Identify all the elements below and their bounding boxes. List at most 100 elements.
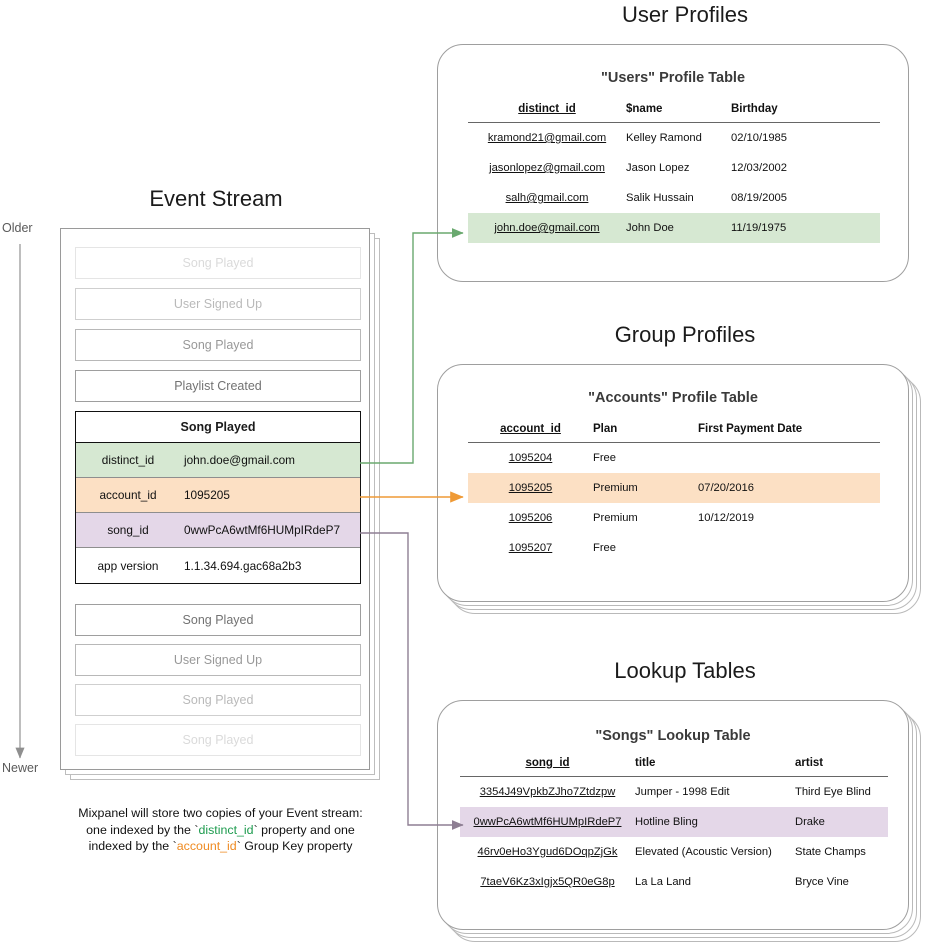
column-header-distinct-id: distinct_id xyxy=(468,103,626,123)
cell-artist: Third Eye Blind xyxy=(795,786,871,798)
property-key: app version xyxy=(97,558,159,573)
column-header-plan: Plan xyxy=(593,423,698,443)
event-item[interactable]: Song Played xyxy=(75,247,361,279)
cell-title: La La Land xyxy=(635,876,691,888)
group-profiles-title: Group Profiles xyxy=(614,322,756,347)
event-property-account-id[interactable]: account_id 1095205 xyxy=(76,478,360,513)
cell-account-id: 1095205 xyxy=(468,473,593,503)
property-key: distinct_id xyxy=(101,453,155,467)
event-item[interactable]: Song Played xyxy=(75,724,361,756)
table-row[interactable]: kramond21@gmail.com Kelley Ramond 02/10/… xyxy=(468,123,880,154)
cell-first-payment-date: 07/20/2016 xyxy=(698,473,880,503)
table-row[interactable]: 1095207 Free xyxy=(468,533,880,563)
cell-title: Elevated (Acoustic Version) xyxy=(635,846,772,858)
caption-line-3-pre: indexed by the ` xyxy=(88,839,177,853)
event-item[interactable]: Song Played xyxy=(75,604,361,636)
property-value: 0wwPcA6wtMf6HUMpIRdeP7 xyxy=(184,523,341,537)
cell-song-id: 0wwPcA6wtMf6HUMpIRdeP7 xyxy=(460,807,635,837)
user-profiles-title: User Profiles xyxy=(622,2,748,27)
cell-name: John Doe xyxy=(626,213,731,243)
cell-first-payment-date xyxy=(698,533,880,563)
column-header-song-id: song_id xyxy=(460,757,635,777)
caption-line-2: one indexed by the `distinct_id` propert… xyxy=(33,822,408,839)
cell-plan: Premium xyxy=(593,473,698,503)
cell-birthday: 02/10/1985 xyxy=(731,132,787,144)
event-item[interactable]: User Signed Up xyxy=(75,288,361,320)
accounts-profile-table: account_id Plan First Payment Date 10952… xyxy=(468,423,880,563)
event-property-song-id[interactable]: song_id 0wwPcA6wtMf6HUMpIRdeP7 xyxy=(76,513,360,548)
cell-plan: Free xyxy=(593,542,617,554)
songs-card-stack: "Songs" Lookup Table song_id title artis… xyxy=(437,700,921,952)
table-row-highlighted[interactable]: 1095205 Premium 07/20/2016 xyxy=(468,473,880,503)
cell-distinct-id: salh@gmail.com xyxy=(505,192,589,204)
cell-distinct-id: jasonlopez@gmail.com xyxy=(489,162,605,174)
table-row[interactable]: jasonlopez@gmail.com Jason Lopez 12/03/2… xyxy=(468,153,880,183)
table-row[interactable]: 1095206 Premium 10/12/2019 xyxy=(468,503,880,533)
event-property-app-version[interactable]: app version 1.1.34.694.gac68a2b3 xyxy=(76,548,360,583)
column-header-first-payment-date: First Payment Date xyxy=(698,423,880,443)
users-card-stack: "Users" Profile Table distinct_id $name … xyxy=(437,44,917,288)
table-row[interactable]: salh@gmail.com Salik Hussain 08/19/2005 xyxy=(468,183,880,213)
users-table-title: "Users" Profile Table xyxy=(600,70,746,86)
table-header-row: account_id Plan First Payment Date xyxy=(468,423,880,443)
cell-birthday: 12/03/2002 xyxy=(731,162,787,174)
column-header-artist: artist xyxy=(795,757,888,777)
property-key: song_id xyxy=(107,523,149,537)
cell-artist: State Champs xyxy=(795,846,866,858)
cell-distinct-id: john.doe@gmail.com xyxy=(468,213,626,243)
cell-title: Hotline Bling xyxy=(635,807,795,837)
caption-line-1: Mixpanel will store two copies of your E… xyxy=(78,806,363,820)
cell-distinct-id: kramond21@gmail.com xyxy=(487,132,607,144)
caption-line-3: indexed by the `account_id` Group Key pr… xyxy=(33,838,408,855)
accounts-card-stack: "Accounts" Profile Table account_id Plan… xyxy=(437,364,921,616)
property-value: john.doe@gmail.com xyxy=(184,453,295,467)
table-row[interactable]: 46rv0eHo3Ygud6DOqpZjGk Elevated (Acousti… xyxy=(460,837,888,867)
caption-token-distinct-id: distinct_id xyxy=(198,822,254,837)
caption-line-2-pre: one indexed by the ` xyxy=(86,822,199,837)
time-axis-newer-label: Newer xyxy=(2,761,39,775)
cell-name: Salik Hussain xyxy=(626,192,694,204)
cell-song-id: 7taeV6Kz3xIgjx5QR0eG8p xyxy=(480,876,615,888)
table-header-row: song_id title artist xyxy=(460,757,888,777)
column-header-birthday: Birthday xyxy=(731,103,880,123)
column-header-account-id: account_id xyxy=(468,423,593,443)
table-row[interactable]: 3354J49VpkbZJho7Ztdzpw Jumper - 1998 Edi… xyxy=(460,777,888,808)
event-item[interactable]: Song Played xyxy=(75,684,361,716)
event-stream-panel: Song Played User Signed Up Song Played P… xyxy=(60,228,370,770)
cell-birthday: 08/19/2005 xyxy=(731,192,787,204)
event-item[interactable]: Song Played xyxy=(75,329,361,361)
cell-title: Jumper - 1998 Edit xyxy=(635,786,730,798)
table-row[interactable]: 7taeV6Kz3xIgjx5QR0eG8p La La Land Bryce … xyxy=(460,867,888,897)
cell-account-id: 1095206 xyxy=(508,512,553,524)
cell-birthday: 11/19/1975 xyxy=(731,213,880,243)
time-axis-older-label: Older xyxy=(2,221,33,235)
table-row[interactable]: 1095204 Free xyxy=(468,443,880,474)
table-header-row: distinct_id $name Birthday xyxy=(468,103,880,123)
focused-event-name: Song Played xyxy=(76,412,360,443)
column-header-title: title xyxy=(635,757,795,777)
cell-plan: Premium xyxy=(593,512,638,524)
table-row-highlighted[interactable]: john.doe@gmail.com John Doe 11/19/1975 xyxy=(468,213,880,243)
cell-name: Kelley Ramond xyxy=(626,132,702,144)
cell-first-payment-date: 10/12/2019 xyxy=(698,512,754,524)
property-value: 1095205 xyxy=(184,488,230,502)
caption-line-2-post: ` property and one xyxy=(253,822,355,837)
accounts-profile-card: "Accounts" Profile Table account_id Plan… xyxy=(437,364,909,602)
event-item[interactable]: Playlist Created xyxy=(75,370,361,402)
cell-plan: Free xyxy=(593,452,617,464)
cell-song-id: 46rv0eHo3Ygud6DOqpZjGk xyxy=(477,846,618,858)
event-item[interactable]: User Signed Up xyxy=(75,644,361,676)
songs-lookup-table: song_id title artist 3354J49VpkbZJho7Ztd… xyxy=(460,757,888,897)
focused-event-card[interactable]: Song Played distinct_id john.doe@gmail.c… xyxy=(75,411,361,584)
cell-artist: Bryce Vine xyxy=(795,876,849,888)
cell-first-payment-date xyxy=(698,443,880,474)
caption-line-3-post: ` Group Key property xyxy=(236,839,353,853)
songs-table-title: "Songs" Lookup Table xyxy=(595,728,751,744)
lookup-tables-title: Lookup Tables xyxy=(614,658,756,683)
table-row-highlighted[interactable]: 0wwPcA6wtMf6HUMpIRdeP7 Hotline Bling Dra… xyxy=(460,807,888,837)
event-property-distinct-id[interactable]: distinct_id john.doe@gmail.com xyxy=(76,443,360,478)
property-value: 1.1.34.694.gac68a2b3 xyxy=(184,558,302,573)
caption-token-account-id: account_id xyxy=(176,839,237,853)
property-key: account_id xyxy=(99,488,157,502)
